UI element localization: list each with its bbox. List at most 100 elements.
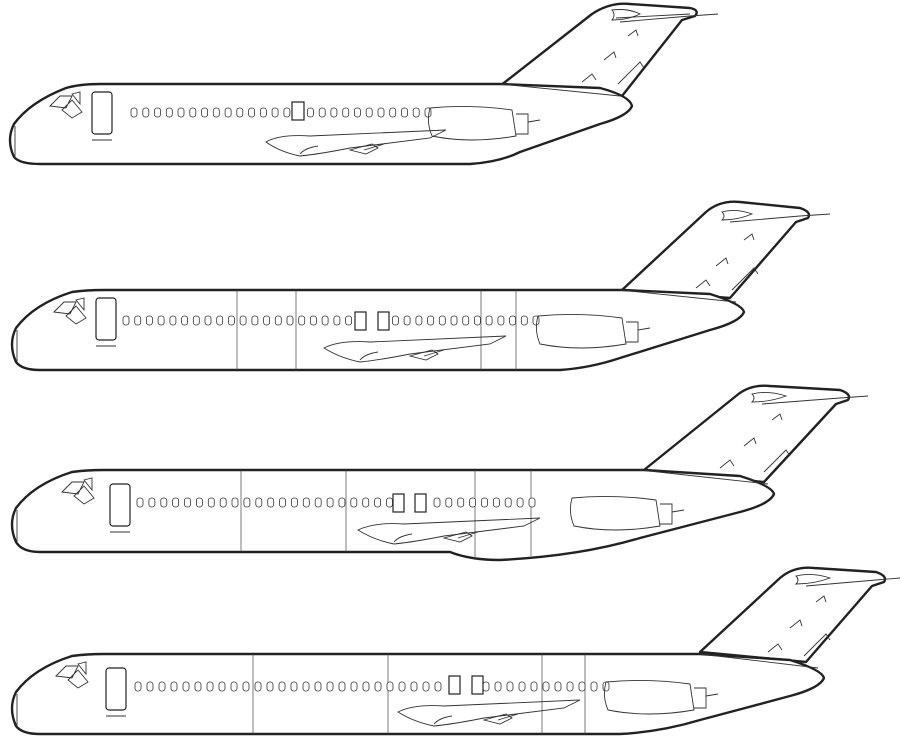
aircraft-2-window-row [122, 315, 540, 326]
cabin-window [338, 681, 346, 692]
aircraft-4-side-view [10, 566, 901, 736]
aircraft-3-stabilizer [750, 391, 869, 405]
cabin-window [314, 681, 322, 692]
cabin-window [248, 107, 256, 118]
aircraft-1-stabilizer [611, 9, 719, 23]
aircraft-2-front-door [95, 297, 117, 341]
cabin-window [427, 315, 435, 326]
aircraft-1-cockpit-window [49, 91, 83, 119]
cabin-window [302, 681, 310, 692]
cabin-window [227, 315, 235, 326]
cabin-window [302, 497, 310, 508]
aircraft-1-front-door [91, 91, 113, 135]
cabin-window [485, 315, 493, 326]
cabin-window [157, 315, 165, 326]
cabin-window [330, 107, 338, 118]
cabin-window [207, 497, 215, 508]
cabin-window [195, 497, 203, 508]
cabin-window [554, 681, 562, 692]
aircraft-2-side-view [10, 200, 831, 372]
aircraft-4-engine [603, 679, 695, 715]
cabin-window [410, 681, 418, 692]
cabin-window [473, 315, 481, 326]
cabin-window [353, 107, 361, 118]
aircraft-4-cockpit-window [55, 661, 89, 689]
cabin-window [283, 107, 291, 118]
aircraft-2-overwing-exit [354, 311, 367, 331]
cabin-window [506, 681, 514, 692]
aircraft-1-side-view [8, 2, 719, 166]
cabin-window [391, 315, 399, 326]
aircraft-2-engine [535, 313, 627, 349]
cabin-window [189, 107, 197, 118]
aircraft-1-engine [427, 105, 517, 141]
cabin-window [386, 681, 394, 692]
cabin-window [181, 315, 189, 326]
cabin-window [286, 315, 294, 326]
cabin-window [239, 315, 247, 326]
cabin-window [169, 315, 177, 326]
aircraft-4-overwing-exit [471, 675, 484, 695]
aircraft-2-overwing-exit [377, 311, 390, 331]
cabin-window [433, 497, 441, 508]
cabin-window [422, 681, 430, 692]
cabin-window [165, 107, 173, 118]
cabin-window [201, 107, 209, 118]
cabin-window [342, 107, 350, 118]
aircraft-3-overwing-exit [414, 493, 427, 513]
cabin-window [497, 315, 505, 326]
cabin-window [130, 107, 138, 118]
cabin-window [216, 315, 224, 326]
cabin-window [182, 681, 190, 692]
cabin-window [362, 497, 370, 508]
cabin-window [231, 497, 239, 508]
cabin-window [457, 497, 465, 508]
cabin-window [350, 681, 358, 692]
cabin-window [177, 107, 185, 118]
aircraft-2-tail-fin [620, 200, 811, 300]
aircraft-4-window-row [134, 681, 610, 692]
cabin-window [134, 315, 142, 326]
aircraft-3-front-door [109, 483, 131, 527]
cabin-window [362, 681, 370, 692]
aircraft-4-fuselage-plugs [252, 654, 586, 734]
cabin-window [278, 681, 286, 692]
cabin-window [434, 681, 442, 692]
aircraft-2-stabilizer [720, 209, 831, 223]
cabin-window [146, 681, 154, 692]
cabin-window [212, 107, 220, 118]
aircraft-1-fuselage [8, 82, 634, 166]
cabin-window [306, 107, 314, 118]
cabin-window [492, 497, 500, 508]
cabin-window [145, 315, 153, 326]
cabin-window [158, 681, 166, 692]
cabin-window [345, 315, 353, 326]
cabin-window [528, 497, 536, 508]
aircraft-3-fuselage [10, 468, 776, 562]
cabin-window [318, 107, 326, 118]
aircraft-4-front-door [105, 667, 127, 711]
cabin-window [482, 681, 490, 692]
cabin-window [274, 315, 282, 326]
cabin-window [259, 107, 267, 118]
cabin-window [122, 315, 130, 326]
cabin-window [326, 681, 334, 692]
cabin-window [148, 497, 156, 508]
cabin-window [290, 497, 298, 508]
cabin-window [236, 107, 244, 118]
cabin-window [224, 107, 232, 118]
cabin-window [516, 497, 524, 508]
cabin-window [377, 107, 385, 118]
cabin-window [494, 681, 502, 692]
cabin-window [243, 497, 251, 508]
aircraft-3-engine [569, 495, 661, 531]
aircraft-1-wing [265, 129, 447, 157]
cabin-window [134, 681, 142, 692]
cabin-window [350, 497, 358, 508]
cabin-window [462, 315, 470, 326]
cabin-window [578, 681, 586, 692]
cabin-window [206, 681, 214, 692]
aircraft-1-window-row [130, 107, 432, 118]
cabin-window [321, 315, 329, 326]
aircraft-1-tail-details [581, 29, 645, 85]
